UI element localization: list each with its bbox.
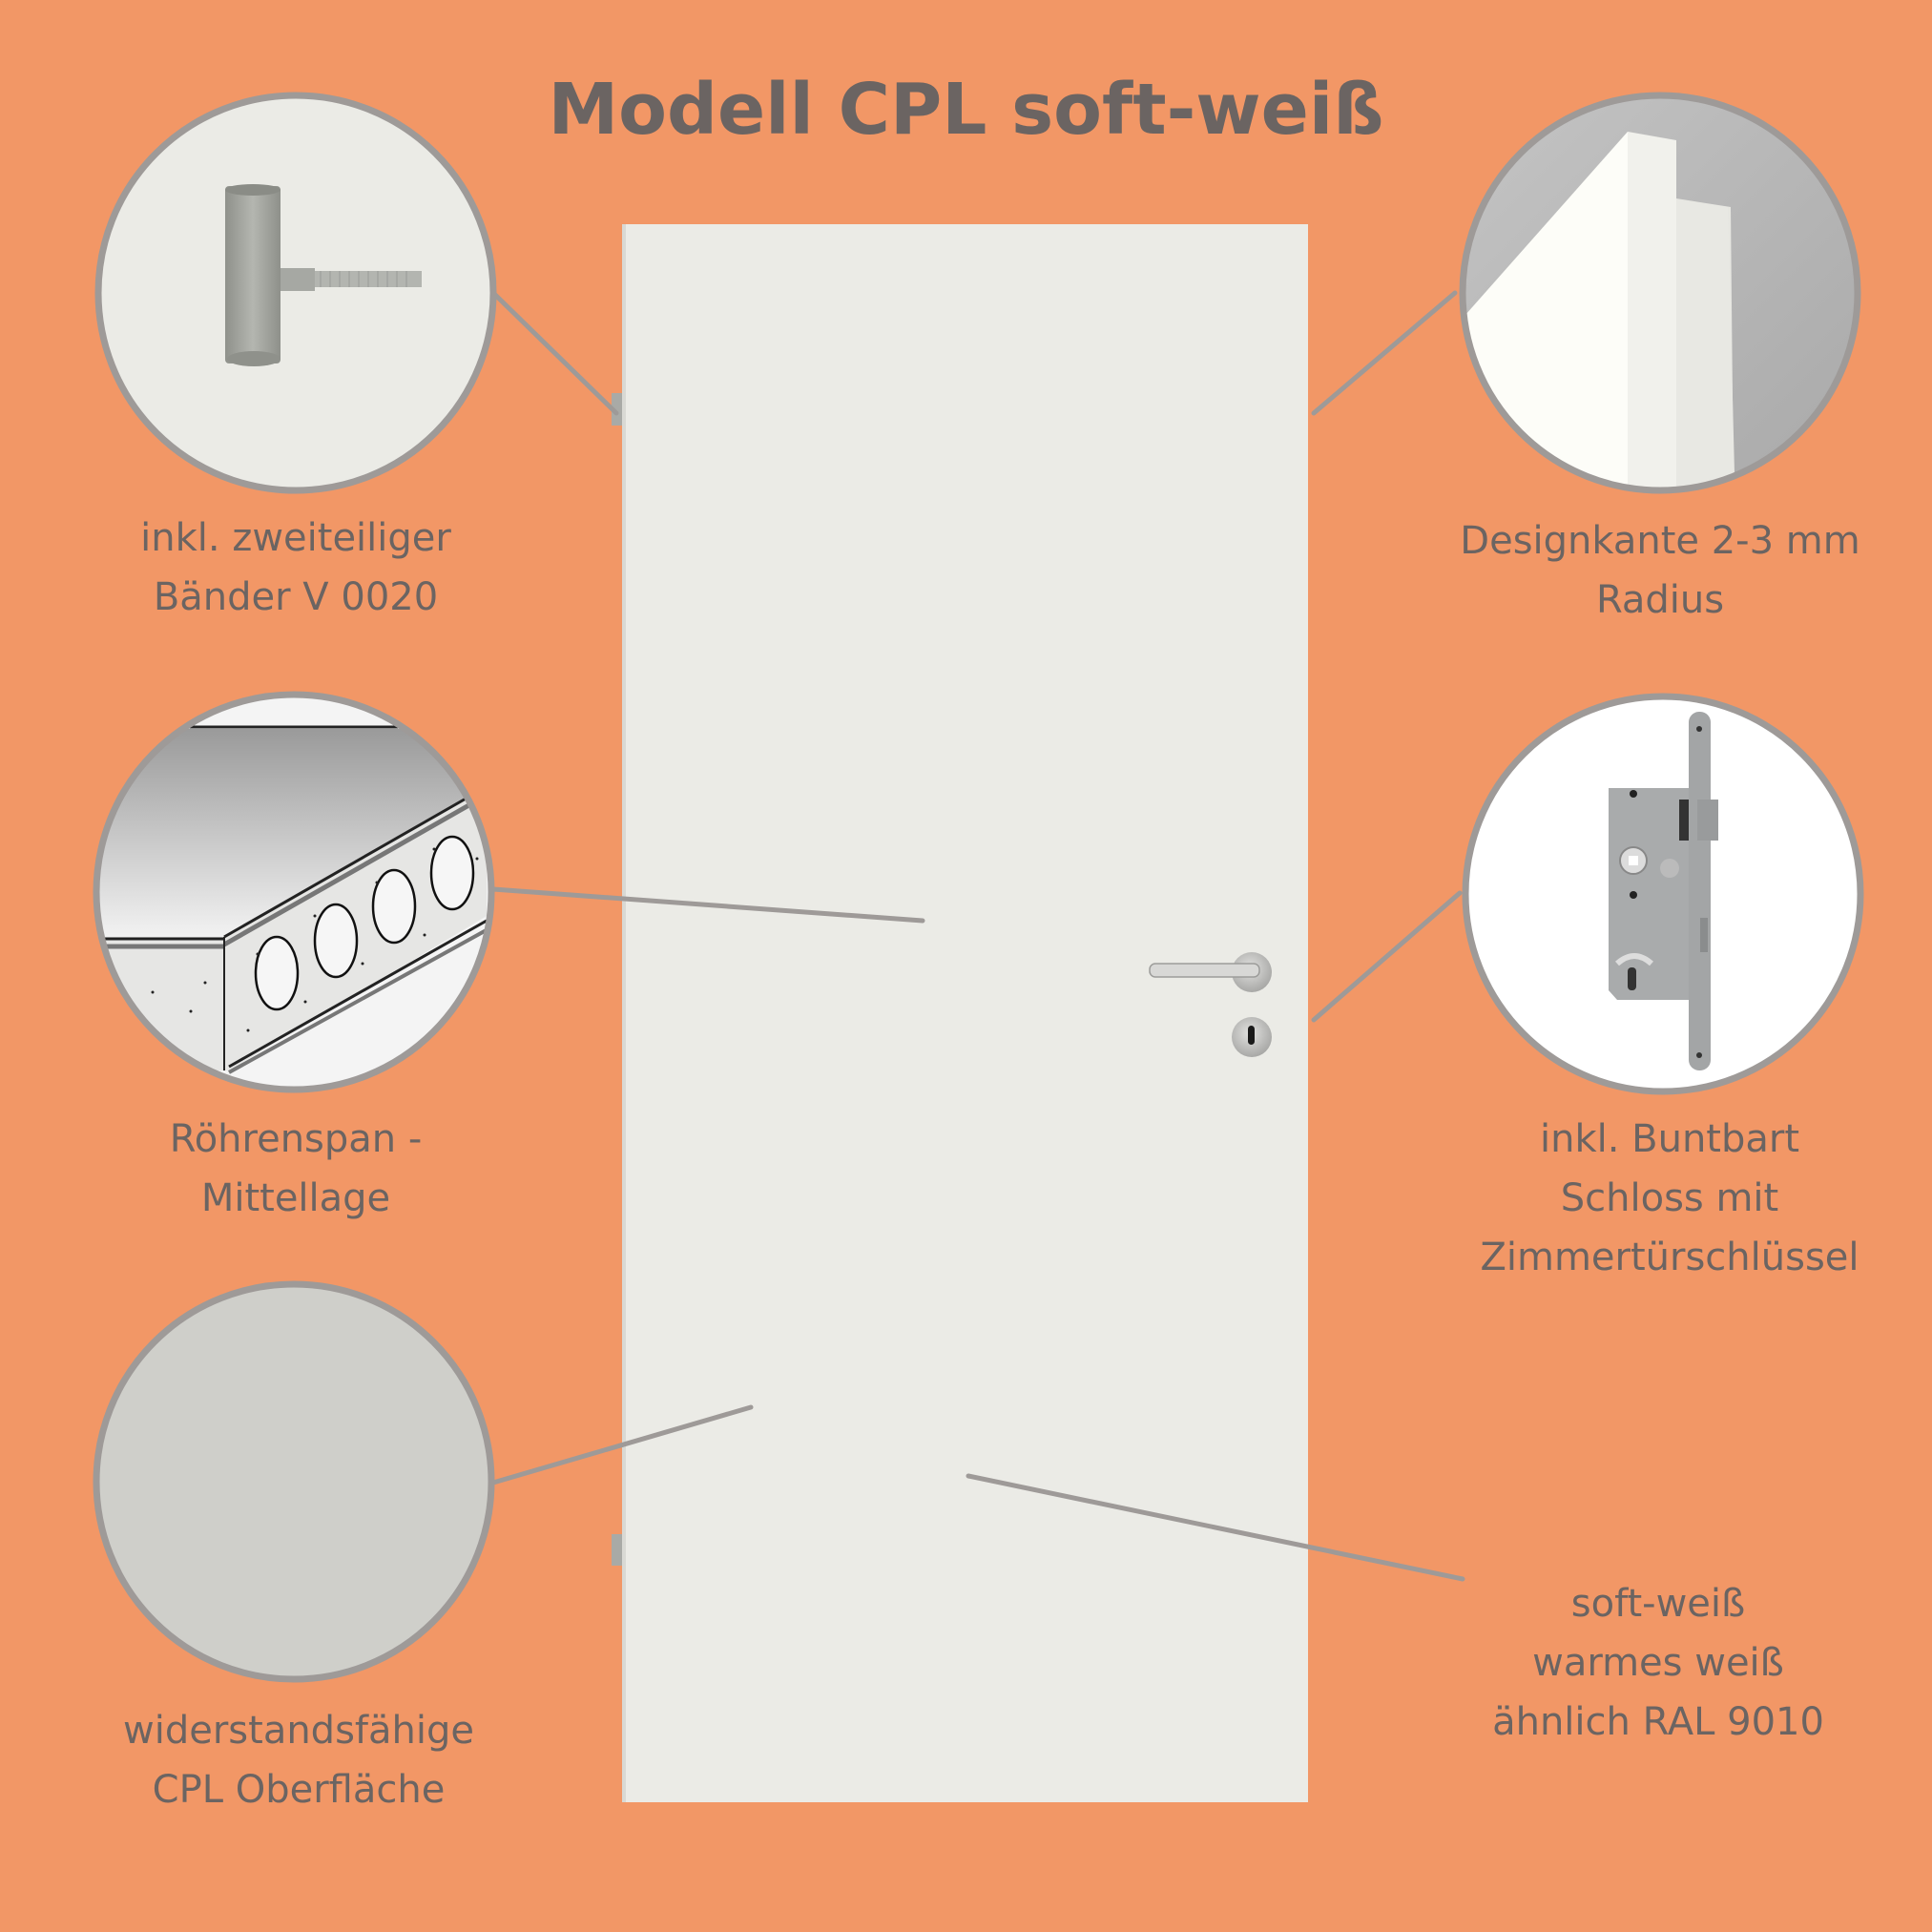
leader-line-color [966, 1473, 1465, 1582]
leader-line-lock [1311, 890, 1463, 1023]
label-surface-line-1: widerstandsfähige [123, 1709, 474, 1753]
keyhole-icon [1232, 1017, 1272, 1057]
label-lock-line-3: Zimmertürschlüssel [1480, 1236, 1859, 1279]
door [612, 224, 1308, 1802]
feature-hinge-circle [98, 95, 493, 490]
label-lock: inkl. Buntbart Schloss mit Zimmertürschl… [1431, 1110, 1908, 1287]
label-core-line-1: Röhrenspan - [169, 1117, 423, 1161]
hinge-icon [94, 92, 497, 494]
label-color-line-3: ähnlich RAL 9010 [1492, 1700, 1824, 1744]
label-edge-line-2: Radius [1595, 578, 1725, 622]
label-core-line-2: Mittellage [200, 1176, 391, 1220]
cpl-surface-swatch [93, 1280, 495, 1683]
label-core: Röhrenspan - Mittellage [57, 1110, 534, 1228]
label-surface-line-2: CPL Oberfläche [152, 1768, 446, 1812]
label-lock-line-1: inkl. Buntbart [1539, 1117, 1800, 1161]
label-lock-line-2: Schloss mit [1560, 1176, 1779, 1220]
door-handle-icon [1149, 952, 1272, 992]
label-hinge: inkl. zweiteiliger Bänder V 0020 [57, 509, 534, 627]
leader-line-core [490, 886, 925, 924]
feature-surface-circle [96, 1284, 491, 1679]
label-edge: Designkante 2-3 mm Radius [1422, 511, 1899, 630]
label-hinge-line-2: Bänder V 0020 [153, 575, 439, 619]
leader-line-hinge [490, 290, 619, 416]
design-edge-icon [1459, 92, 1861, 494]
feature-core-circle [96, 695, 491, 1090]
leader-lines [490, 290, 1465, 1582]
mortise-lock-icon [1462, 693, 1864, 1095]
feature-lock-circle [1465, 696, 1860, 1091]
page-title: Modell CPL soft-weiß [548, 69, 1384, 151]
label-color-line-1: soft-weiß [1570, 1582, 1746, 1626]
door-leaf [622, 224, 1308, 1802]
upper-hinge-icon [612, 393, 622, 426]
label-color-line-2: warmes weiß [1532, 1641, 1784, 1685]
label-surface: widerstandsfähige CPL Oberfläche [60, 1701, 537, 1819]
leader-line-surface [490, 1404, 754, 1485]
label-hinge-line-1: inkl. zweiteiliger [140, 516, 451, 560]
label-edge-line-1: Designkante 2-3 mm [1460, 519, 1860, 563]
lower-hinge-icon [612, 1534, 622, 1566]
leader-line-edge [1311, 290, 1458, 416]
feature-edge-circle [1463, 95, 1858, 490]
label-color: soft-weiß warmes weiß ähnlich RAL 9010 [1420, 1574, 1897, 1752]
